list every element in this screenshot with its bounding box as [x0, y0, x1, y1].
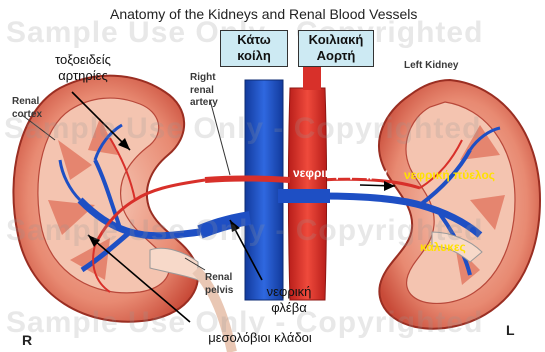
left-kidney-label: Left Kidney [404, 60, 458, 73]
renal-cortex-label: Renal cortex [12, 96, 58, 121]
renal-artery-label: νεφρική αρτηρία [293, 166, 387, 181]
diagram-title: Anatomy of the Kidneys and Renal Blood V… [110, 6, 417, 24]
right-side-marker: R [22, 332, 32, 350]
vena-cava-label: Κάτω κοίλη [220, 30, 288, 67]
renal-pelvis-greek-label: νεφρική πύελος [404, 168, 495, 183]
renal-vein-label: νεφρική φλέβα [258, 284, 320, 317]
renal-pelvis-label: Renal pelvis [205, 272, 247, 297]
watermark: Sample Use Only - Copyrighted [4, 112, 481, 146]
right-renal-artery [205, 179, 290, 181]
aorta-label: Κοιλιακή Αορτή [298, 30, 374, 67]
interlobar-branches-label: μεσολόβιοι κλάδοι [185, 330, 335, 346]
arcuate-arteries-label: τοξοειδείς αρτηρίες [40, 52, 126, 85]
right-renal-artery-label: Right renal artery [190, 72, 234, 110]
watermark: Sample Use Only - Copyrighted [6, 214, 483, 248]
calyces-label: κάλυκες [420, 240, 466, 255]
left-side-marker: L [506, 322, 515, 340]
